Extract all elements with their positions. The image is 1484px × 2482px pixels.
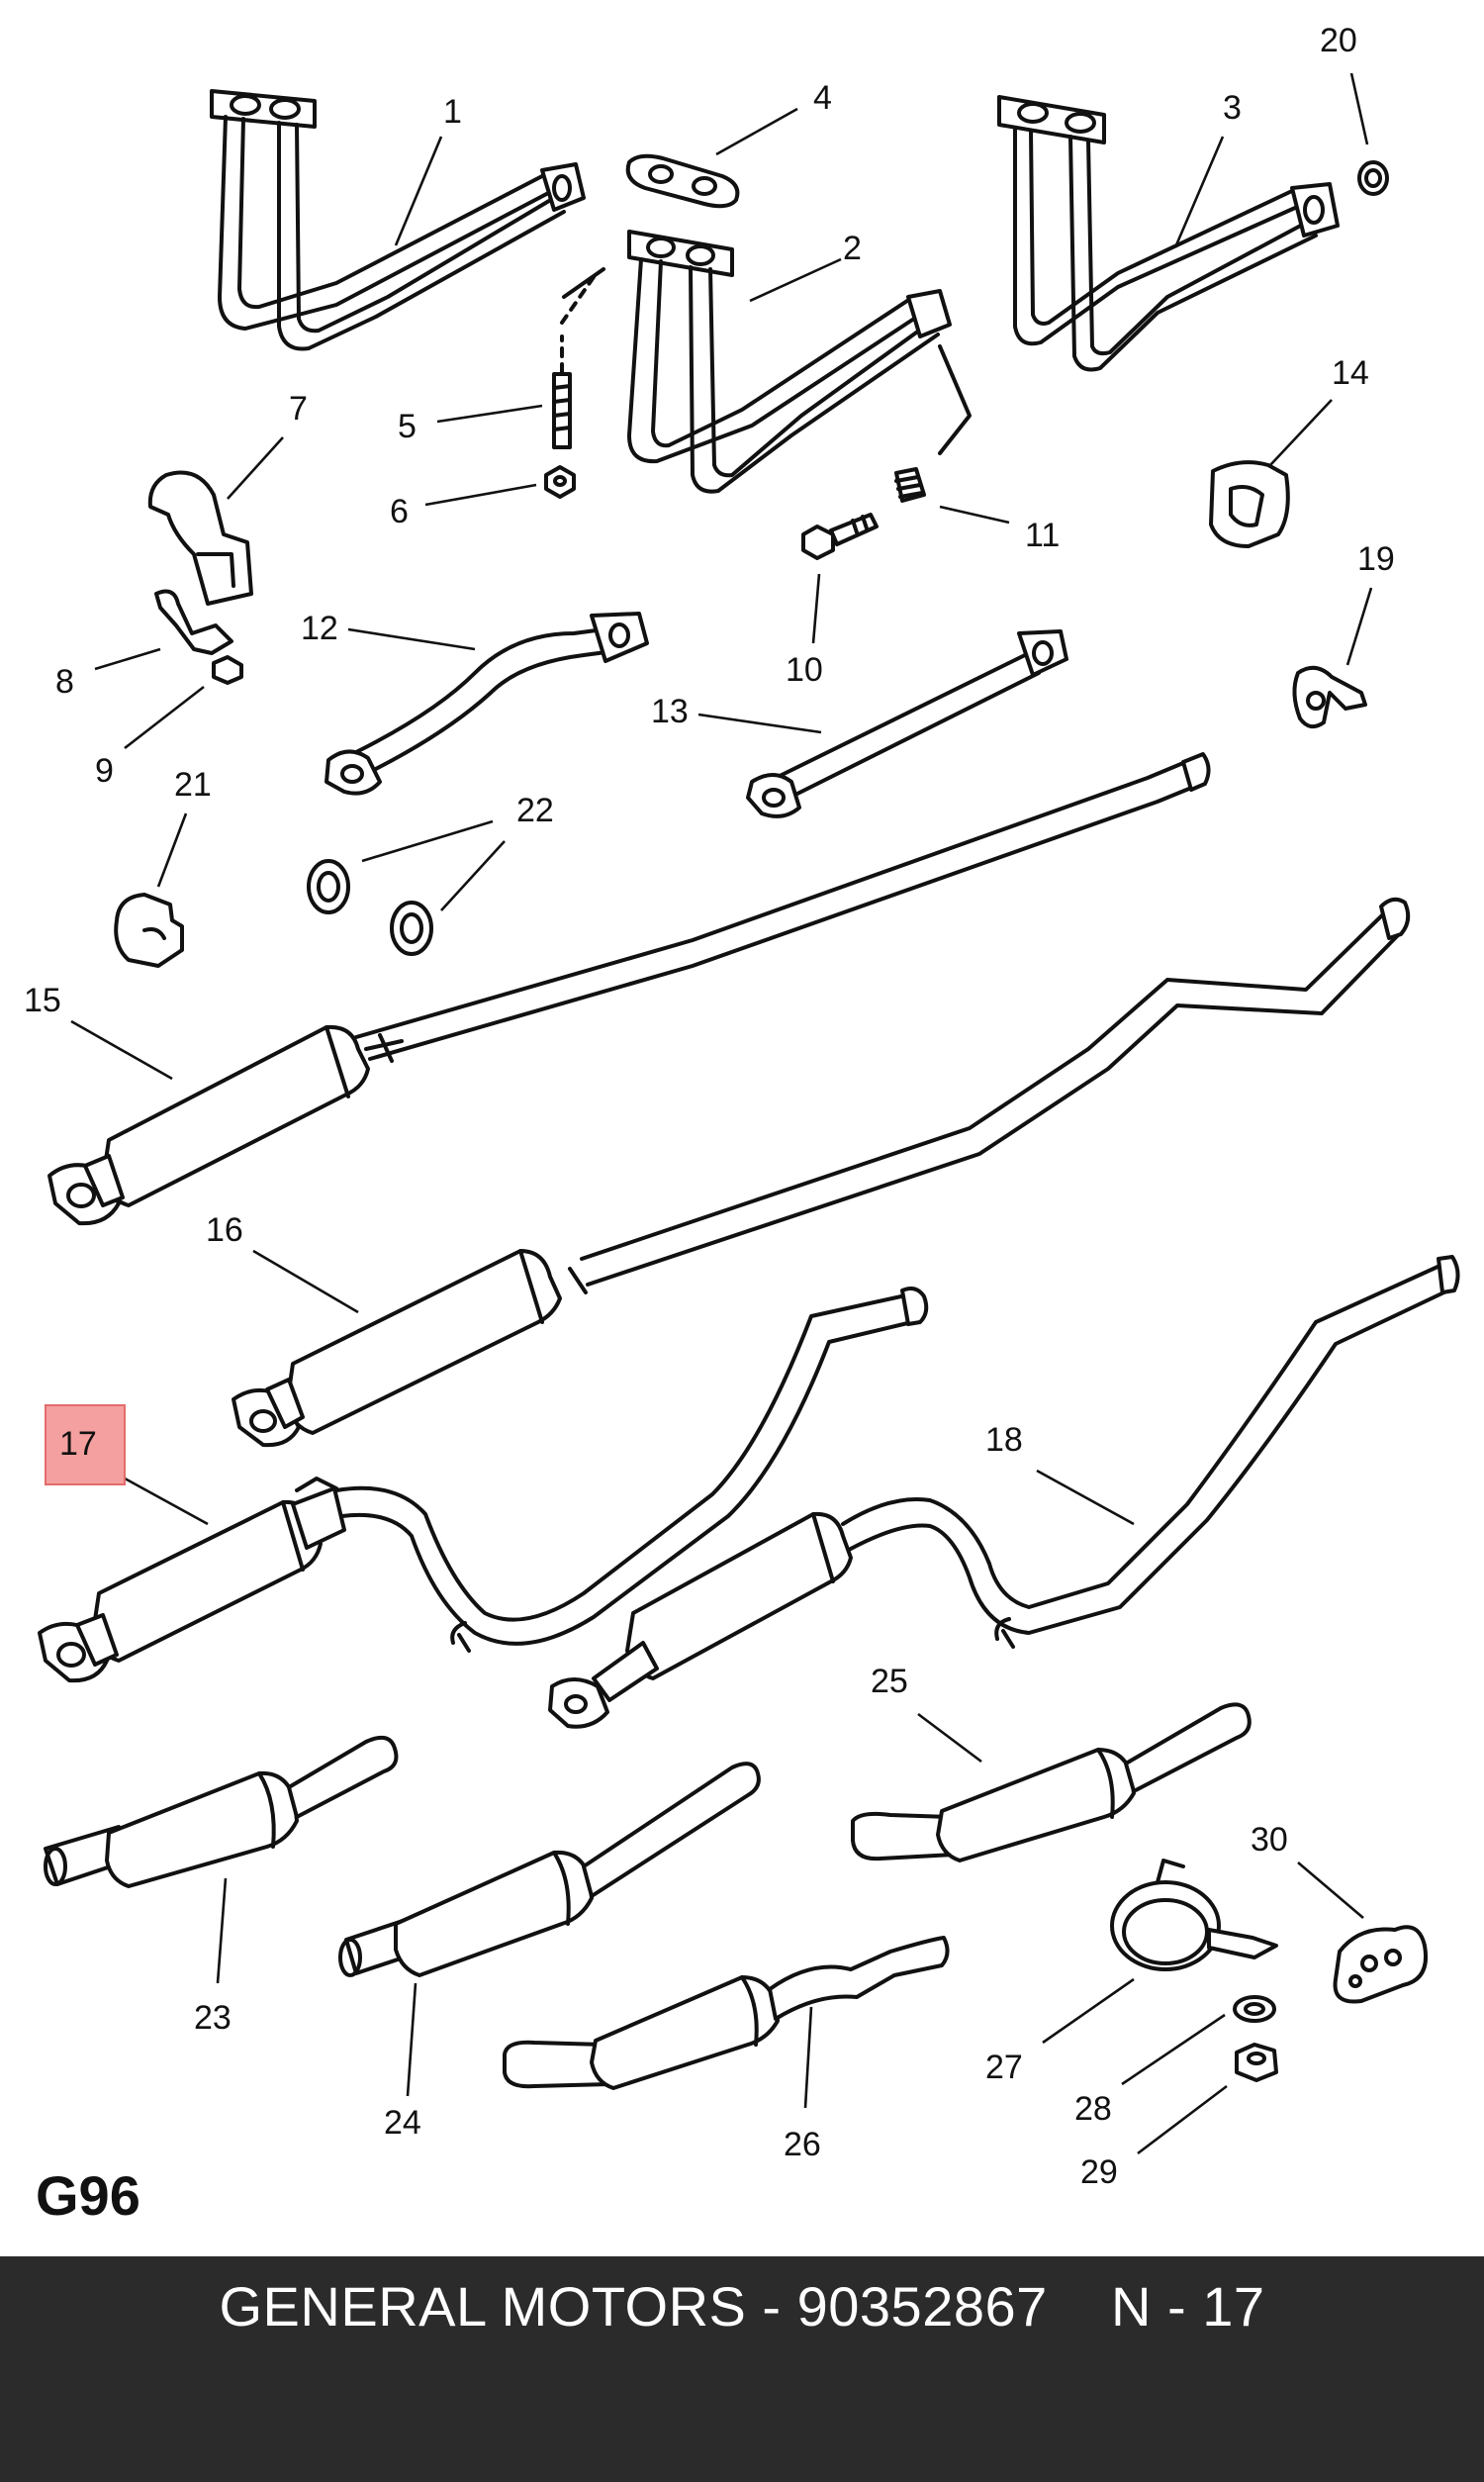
part-29-drawing bbox=[1235, 2043, 1278, 2082]
part-label-27: 27 bbox=[985, 2049, 1023, 2086]
part-18-drawing bbox=[548, 1255, 1460, 1729]
part-7-drawing bbox=[147, 470, 253, 606]
part-15-drawing bbox=[47, 752, 1211, 1226]
part-label-12: 12 bbox=[301, 610, 338, 647]
part-label-28: 28 bbox=[1074, 2090, 1112, 2128]
part-1-drawing bbox=[210, 89, 586, 351]
part-22-drawing bbox=[307, 859, 433, 956]
part-label-24: 24 bbox=[384, 2104, 421, 2142]
part-label-19: 19 bbox=[1357, 540, 1395, 578]
part-17-drawing bbox=[38, 1287, 929, 1683]
part-2-drawing bbox=[562, 230, 972, 494]
exhaust-parts-diagram: 1 2 3 4 5 6 7 8 9 10 11 12 13 14 15 16 1… bbox=[24, 22, 1460, 2191]
part-11-drawing bbox=[894, 467, 926, 503]
part-27-drawing bbox=[1110, 1859, 1278, 1971]
part-labels: 1 2 3 4 5 6 7 8 9 10 11 12 13 14 15 16 1… bbox=[24, 22, 1395, 2191]
part-label-14: 14 bbox=[1332, 354, 1369, 392]
part-label-8: 8 bbox=[55, 663, 74, 701]
part-3-drawing bbox=[997, 95, 1340, 372]
part-label-22: 22 bbox=[516, 792, 554, 829]
part-28-drawing bbox=[1233, 1995, 1276, 2023]
part-25-drawing bbox=[851, 1702, 1252, 1862]
part-label-29: 29 bbox=[1080, 2153, 1118, 2191]
part-13-drawing bbox=[746, 629, 1068, 818]
part-20-drawing bbox=[1357, 160, 1389, 196]
footer-bar: GENERAL MOTORS - 90352867 N - 17 bbox=[0, 2256, 1484, 2482]
part-label-25: 25 bbox=[871, 1663, 908, 1700]
part-label-18: 18 bbox=[985, 1421, 1023, 1459]
part-23-drawing bbox=[44, 1735, 399, 1888]
part-label-11: 11 bbox=[1025, 517, 1060, 554]
part-label-5: 5 bbox=[398, 408, 417, 445]
part-label-26: 26 bbox=[784, 2126, 821, 2163]
part-9-drawing bbox=[212, 655, 243, 685]
part-10-drawing bbox=[801, 513, 879, 560]
part-label-10: 10 bbox=[786, 651, 823, 689]
part-label-4: 4 bbox=[813, 79, 832, 117]
part-21-drawing bbox=[114, 893, 184, 968]
part-5-drawing bbox=[552, 275, 596, 449]
part-label-3: 3 bbox=[1223, 89, 1242, 127]
part-label-15: 15 bbox=[24, 982, 61, 1019]
part-label-7: 7 bbox=[289, 390, 308, 428]
part-label-21: 21 bbox=[174, 766, 212, 804]
part-label-6: 6 bbox=[390, 493, 409, 530]
part-30-drawing bbox=[1333, 1925, 1428, 2004]
part-label-20: 20 bbox=[1320, 22, 1357, 59]
part-label-2: 2 bbox=[843, 230, 862, 267]
part-label-1: 1 bbox=[443, 93, 462, 131]
part-label-30: 30 bbox=[1251, 1821, 1288, 1859]
diagram-code: G96 bbox=[36, 2164, 140, 2227]
part-14-drawing bbox=[1209, 460, 1290, 548]
highlight-box-part-17 bbox=[45, 1404, 126, 1485]
part-6-drawing bbox=[544, 465, 576, 499]
part-24-drawing bbox=[338, 1762, 761, 1977]
part-8-drawing bbox=[154, 589, 233, 655]
part-4-drawing bbox=[625, 153, 740, 209]
part-label-13: 13 bbox=[651, 693, 689, 730]
part-19-drawing bbox=[1292, 665, 1367, 729]
part-label-17: 17 bbox=[59, 1425, 97, 1463]
part-12-drawing bbox=[325, 612, 649, 796]
part-label-23: 23 bbox=[194, 1999, 232, 2037]
footer-part-number-text: GENERAL MOTORS - 90352867 N - 17 bbox=[219, 2275, 1265, 2338]
part-16-drawing bbox=[232, 897, 1411, 1448]
part-label-16: 16 bbox=[206, 1211, 243, 1249]
part-26-drawing bbox=[503, 1936, 950, 2090]
part-label-9: 9 bbox=[95, 752, 114, 790]
